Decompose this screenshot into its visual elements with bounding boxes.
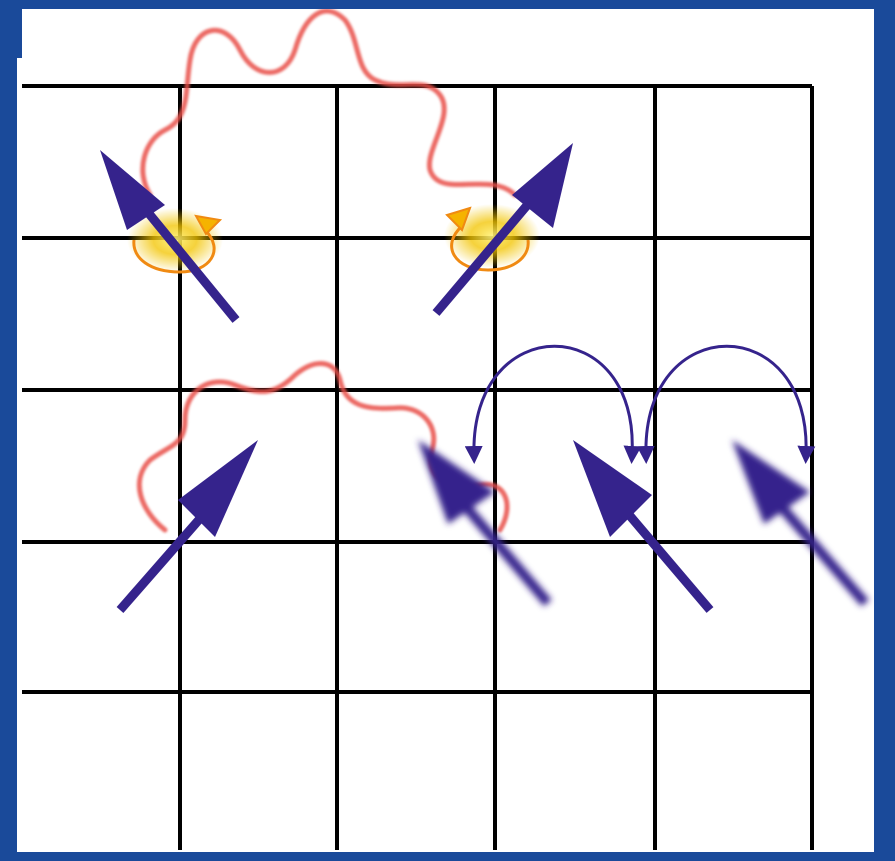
photon-wave-upper [140, 8, 518, 198]
spin-row3-col5 [732, 440, 869, 607]
spin-arrow-icon [512, 143, 573, 228]
spin-arrow-icon [732, 440, 810, 524]
diagram-frame [7, 0, 888, 861]
spin-arrow-icon [573, 440, 652, 537]
spin-arrow-icon [178, 440, 258, 537]
spin-arrow-icon [100, 150, 165, 230]
hop-arcs [464, 344, 816, 464]
rotation-arrowhead-icon [194, 214, 223, 236]
spin-row3-col4 [573, 440, 714, 613]
spin-flipped-right [432, 143, 573, 316]
spin-row3-col1 [116, 440, 258, 613]
spin-flipped-left [100, 150, 240, 323]
rotation-arrow-icon [132, 228, 216, 274]
spin-arrows [100, 143, 869, 613]
spin-arrow-icon [418, 440, 495, 524]
double-headed-arc-icon [464, 344, 642, 464]
rotation-arrow-icon [450, 224, 530, 272]
diagram-background [12, 6, 874, 856]
rotation-arrowhead-icon [445, 206, 472, 232]
spin-row3-col3 [418, 440, 552, 607]
spin-arrow-shaft [432, 187, 544, 316]
rotation-marker-left [132, 214, 223, 274]
rotation-marker-right [445, 206, 530, 272]
double-headed-arc-icon [636, 344, 816, 464]
photon-wave-icon [140, 8, 518, 198]
